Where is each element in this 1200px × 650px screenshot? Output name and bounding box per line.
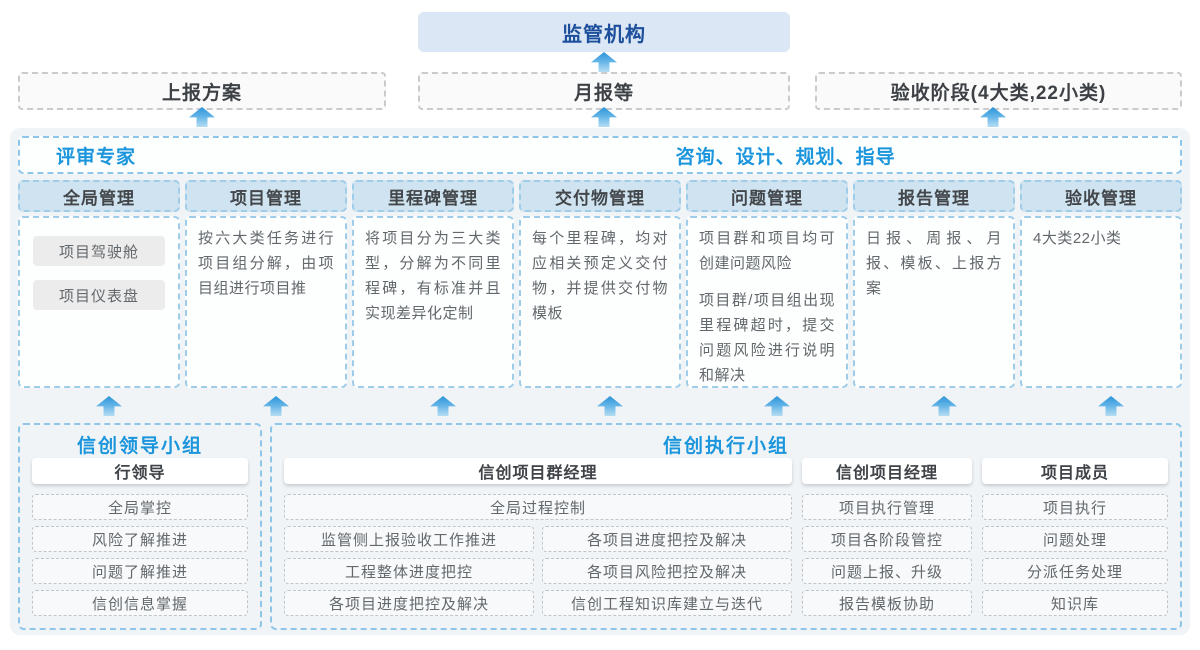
program-manager-item: 全局过程控制 (284, 494, 792, 520)
up-arrow-icon (189, 107, 215, 127)
column-project-management: 项目管理 按六大类任务进行项目组分解，由项目组进行项目推 (185, 180, 347, 388)
column-body: 4大类22小类 (1020, 216, 1182, 388)
execution-group-content: 信创项目群经理 全局过程控制 监管侧上报验收工作推进 各项目进度把控及解决 工程… (272, 458, 1180, 622)
program-manager-item: 各项目进度把控及解决 (284, 590, 534, 616)
program-manager-grid: 监管侧上报验收工作推进 各项目进度把控及解决 工程整体进度把控 各项目风险把控及… (284, 526, 792, 622)
column-description: 4大类22小类 (1033, 230, 1122, 247)
leadership-group: 信创领导小组 行领导 全局掌控 风险了解推进 问题了解推进 信创信息掌握 (18, 423, 262, 630)
up-arrow-icon (764, 396, 790, 416)
column-body: 每个里程碑，均对应相关预定义交付物，并提供交付物模板 (519, 216, 681, 388)
up-arrow-icon (931, 396, 957, 416)
project-manager-item: 报告模板协助 (802, 590, 972, 616)
report-box-plan: 上报方案 (18, 72, 386, 110)
up-arrow-icon (591, 107, 617, 127)
feature-pill: 项目驾驶舱 (33, 236, 165, 266)
leadership-item: 全局掌控 (32, 494, 248, 520)
column-description: 日报、周报、月报、模板、上报方案 (866, 230, 1002, 297)
column-global-management: 全局管理 项目驾驶舱 项目仪表盘 (18, 180, 180, 388)
execution-group: 信创执行小组 信创项目群经理 全局过程控制 监管侧上报验收工作推进 各项目进度把… (270, 423, 1182, 630)
column-description: 按六大类任务进行项目组分解，由项目组进行项目推 (198, 230, 334, 297)
up-arrow-icon (263, 396, 289, 416)
program-manager-item: 各项目进度把控及解决 (542, 526, 792, 552)
column-header: 项目管理 (185, 180, 347, 212)
up-arrow-icon (430, 396, 456, 416)
column-acceptance-management: 验收管理 4大类22小类 (1020, 180, 1182, 388)
column-report-management: 报告管理 日报、周报、月报、模板、上报方案 (853, 180, 1015, 388)
column-body: 将项目分为三大类型，分解为不同里程碑，有标准并且实现差异化定制 (352, 216, 514, 388)
column-body: 项目群和项目均可创建问题风险 项目群/项目组出现里程碑超时，提交问题风险进行说明… (686, 216, 848, 388)
column-issue-management: 问题管理 项目群和项目均可创建问题风险 项目群/项目组出现里程碑超时，提交问题风… (686, 180, 848, 388)
project-member-item: 问题处理 (982, 526, 1168, 552)
column-description: 每个里程碑，均对应相关预定义交付物，并提供交付物模板 (532, 230, 668, 322)
column-header: 报告管理 (853, 180, 1015, 212)
project-manager-item: 项目各阶段管控 (802, 526, 972, 552)
consulting-label: 咨询、设计、规划、指导 (675, 146, 896, 168)
execution-group-title: 信创执行小组 (662, 435, 789, 457)
project-manager-item: 项目执行管理 (802, 494, 972, 520)
platform-container: 评审专家 咨询、设计、规划、指导 全局管理 项目驾驶舱 项目仪表盘 项目管理 按… (10, 128, 1190, 635)
column-description: 将项目分为三大类型，分解为不同里程碑，有标准并且实现差异化定制 (365, 230, 501, 322)
column-body: 项目驾驶舱 项目仪表盘 (18, 216, 180, 388)
column-header: 全局管理 (18, 180, 180, 212)
program-manager-item: 信创工程知识库建立与迭代 (542, 590, 792, 616)
report-box-acceptance: 验收阶段(4大类,22小类) (815, 72, 1182, 110)
project-member-item: 知识库 (982, 590, 1168, 616)
role-header-program-manager: 信创项目群经理 (284, 458, 792, 484)
project-member-section: 项目成员 项目执行 问题处理 分派任务处理 知识库 (982, 458, 1168, 622)
management-columns: 全局管理 项目驾驶舱 项目仪表盘 项目管理 按六大类任务进行项目组分解，由项目组… (18, 180, 1182, 388)
column-header: 交付物管理 (519, 180, 681, 212)
up-arrow-icon (591, 52, 617, 72)
project-member-item: 分派任务处理 (982, 558, 1168, 584)
up-arrow-icon (597, 396, 623, 416)
role-header-project-manager: 信创项目经理 (802, 458, 972, 484)
leadership-group-content: 行领导 全局掌控 风险了解推进 问题了解推进 信创信息掌握 (20, 458, 260, 616)
column-header: 验收管理 (1020, 180, 1182, 212)
leadership-item: 问题了解推进 (32, 558, 248, 584)
experts-band: 评审专家 咨询、设计、规划、指导 (18, 136, 1182, 174)
project-manager-item: 问题上报、升级 (802, 558, 972, 584)
leadership-group-title: 信创领导小组 (76, 435, 203, 457)
program-manager-item: 监管侧上报验收工作推进 (284, 526, 534, 552)
program-manager-item: 工程整体进度把控 (284, 558, 534, 584)
column-body: 日报、周报、月报、模板、上报方案 (853, 216, 1015, 388)
up-arrow-icon (980, 107, 1006, 127)
report-box-monthly: 月报等 (418, 72, 790, 110)
project-member-item: 项目执行 (982, 494, 1168, 520)
program-manager-item: 各项目风险把控及解决 (542, 558, 792, 584)
column-description: 项目群/项目组出现里程碑超时，提交问题风险进行说明和解决 (699, 292, 835, 384)
leadership-item: 风险了解推进 (32, 526, 248, 552)
up-arrow-icon (1098, 396, 1124, 416)
column-body: 按六大类任务进行项目组分解，由项目组进行项目推 (185, 216, 347, 388)
column-header: 里程碑管理 (352, 180, 514, 212)
feature-pill: 项目仪表盘 (33, 280, 165, 310)
role-header-project-member: 项目成员 (982, 458, 1168, 484)
role-header-bank-leaders: 行领导 (32, 458, 248, 484)
column-deliverable-management: 交付物管理 每个里程碑，均对应相关预定义交付物，并提供交付物模板 (519, 180, 681, 388)
program-manager-section: 信创项目群经理 全局过程控制 监管侧上报验收工作推进 各项目进度把控及解决 工程… (284, 458, 792, 622)
up-arrow-icon (96, 396, 122, 416)
project-manager-section: 信创项目经理 项目执行管理 项目各阶段管控 问题上报、升级 报告模板协助 (802, 458, 972, 622)
regulator-box: 监管机构 (418, 12, 790, 52)
leadership-item: 信创信息掌握 (32, 590, 248, 616)
column-header: 问题管理 (686, 180, 848, 212)
review-experts-label: 评审专家 (56, 146, 137, 168)
column-milestone-management: 里程碑管理 将项目分为三大类型，分解为不同里程碑，有标准并且实现差异化定制 (352, 180, 514, 388)
column-description: 项目群和项目均可创建问题风险 (699, 230, 835, 272)
